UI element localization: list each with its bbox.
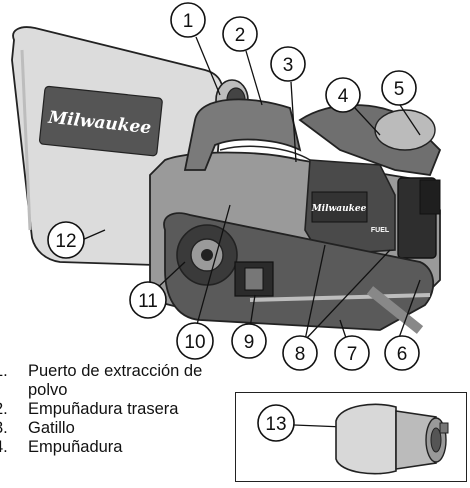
callout-10: 10 bbox=[176, 322, 214, 360]
svg-text:5: 5 bbox=[394, 79, 405, 100]
callout-6: 6 bbox=[384, 335, 420, 371]
svg-text:2: 2 bbox=[235, 25, 246, 46]
callout-7: 7 bbox=[334, 335, 370, 371]
dust-adapter-drawing: 13 bbox=[257, 403, 449, 475]
svg-text:13: 13 bbox=[265, 414, 286, 435]
svg-text:12: 12 bbox=[55, 231, 76, 252]
svg-text:4: 4 bbox=[338, 86, 349, 107]
legend-item: 3.Gatillo bbox=[0, 419, 75, 437]
svg-text:11: 11 bbox=[138, 291, 158, 312]
callout-12: 12 bbox=[47, 221, 85, 259]
accessory-inset: 13 bbox=[235, 392, 467, 482]
svg-text:7: 7 bbox=[347, 344, 358, 365]
leader-lines bbox=[81, 36, 421, 351]
callout-5: 5 bbox=[381, 70, 417, 106]
callout-13: 13 bbox=[257, 404, 295, 442]
legend-item: 1.Puerto de extracción de polvo bbox=[0, 362, 203, 399]
legend-item: 4.Empuñadura bbox=[0, 438, 123, 456]
svg-text:1: 1 bbox=[183, 11, 194, 32]
legend-item: 2.Empuñadura trasera bbox=[0, 400, 179, 418]
svg-text:8: 8 bbox=[295, 344, 306, 365]
callout-11: 11 bbox=[129, 281, 167, 319]
callout-9: 9 bbox=[231, 323, 267, 359]
parts-legend: 1.Puerto de extracción de polvo 2.Empuña… bbox=[0, 362, 215, 457]
callout-1: 1 bbox=[170, 2, 206, 38]
fuel-label: FUEL bbox=[371, 227, 390, 234]
callout-2: 2 bbox=[222, 16, 258, 52]
svg-text:3: 3 bbox=[283, 55, 294, 76]
svg-text:6: 6 bbox=[397, 344, 408, 365]
callout-4: 4 bbox=[325, 77, 361, 113]
motor-logo: Milwaukee bbox=[311, 204, 367, 214]
svg-text:10: 10 bbox=[184, 332, 205, 353]
sander-diagram: Milwaukee Milwaukee FUEL bbox=[11, 2, 442, 371]
svg-text:9: 9 bbox=[244, 332, 255, 353]
callout-3: 3 bbox=[270, 46, 306, 82]
callout-8: 8 bbox=[282, 335, 318, 371]
belt-assembly bbox=[163, 212, 434, 334]
